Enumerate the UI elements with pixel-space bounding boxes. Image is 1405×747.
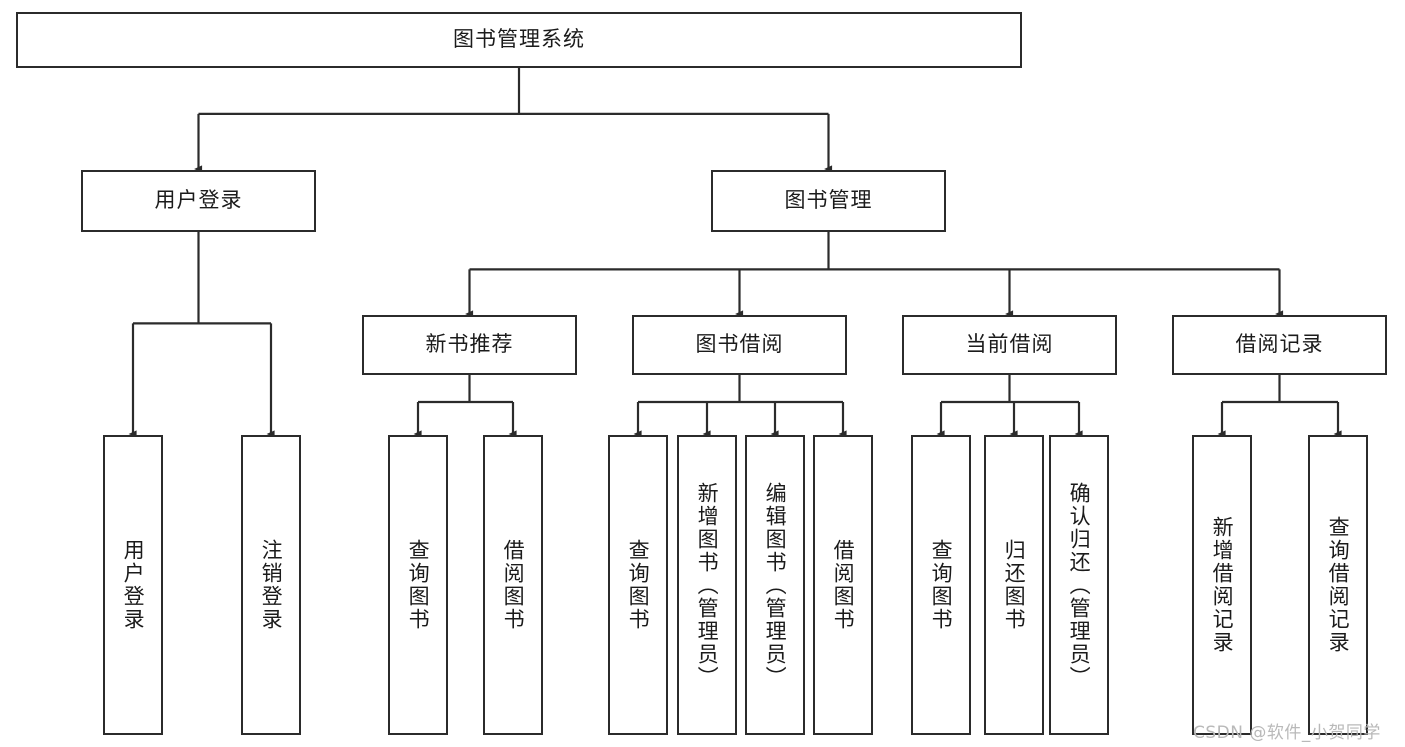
- node-user-login[interactable]: 用户登录: [81, 170, 316, 232]
- leaf-current-return-book[interactable]: 归还图书: [984, 435, 1044, 735]
- node-book-management[interactable]: 图书管理: [711, 170, 946, 232]
- leaf-label: 查询图书: [929, 539, 954, 631]
- leaf-label: 新增图书（管理员）: [695, 481, 720, 689]
- node-borrow-records[interactable]: 借阅记录: [1172, 315, 1387, 375]
- leaf-label: 确认归还（管理员）: [1067, 481, 1092, 689]
- leaf-label: 借阅图书: [831, 539, 856, 631]
- leaf-logout-login[interactable]: 注销登录: [241, 435, 301, 735]
- node-new-book-recommend[interactable]: 新书推荐: [362, 315, 577, 375]
- leaf-records-query-record[interactable]: 查询借阅记录: [1308, 435, 1368, 735]
- leaf-user-login[interactable]: 用户登录: [103, 435, 163, 735]
- leaf-label: 用户登录: [121, 539, 146, 631]
- leaf-borrow-query-book[interactable]: 查询图书: [608, 435, 668, 735]
- leaf-records-add-record[interactable]: 新增借阅记录: [1192, 435, 1252, 735]
- leaf-borrow-edit-book-admin[interactable]: 编辑图书（管理员）: [745, 435, 805, 735]
- csdn-watermark: CSDN @软件_小贺同学: [1193, 723, 1381, 743]
- leaf-label: 注销登录: [259, 539, 284, 631]
- node-book-borrow[interactable]: 图书借阅: [632, 315, 847, 375]
- leaf-label: 归还图书: [1002, 539, 1027, 631]
- leaf-label: 借阅图书: [501, 539, 526, 631]
- leaf-label: 查询图书: [406, 539, 431, 631]
- leaf-current-query-book[interactable]: 查询图书: [911, 435, 971, 735]
- node-root[interactable]: 图书管理系统: [16, 12, 1022, 68]
- leaf-borrow-borrow-book[interactable]: 借阅图书: [813, 435, 873, 735]
- leaf-current-confirm-return-admin[interactable]: 确认归还（管理员）: [1049, 435, 1109, 735]
- leaf-label: 查询借阅记录: [1326, 516, 1351, 654]
- node-current-borrow[interactable]: 当前借阅: [902, 315, 1117, 375]
- leaf-label: 编辑图书（管理员）: [763, 481, 788, 689]
- leaf-label: 新增借阅记录: [1210, 516, 1235, 654]
- leaf-newbook-query-book[interactable]: 查询图书: [388, 435, 448, 735]
- leaf-borrow-add-book-admin[interactable]: 新增图书（管理员）: [677, 435, 737, 735]
- leaf-newbook-borrow-book[interactable]: 借阅图书: [483, 435, 543, 735]
- leaf-label: 查询图书: [626, 539, 651, 631]
